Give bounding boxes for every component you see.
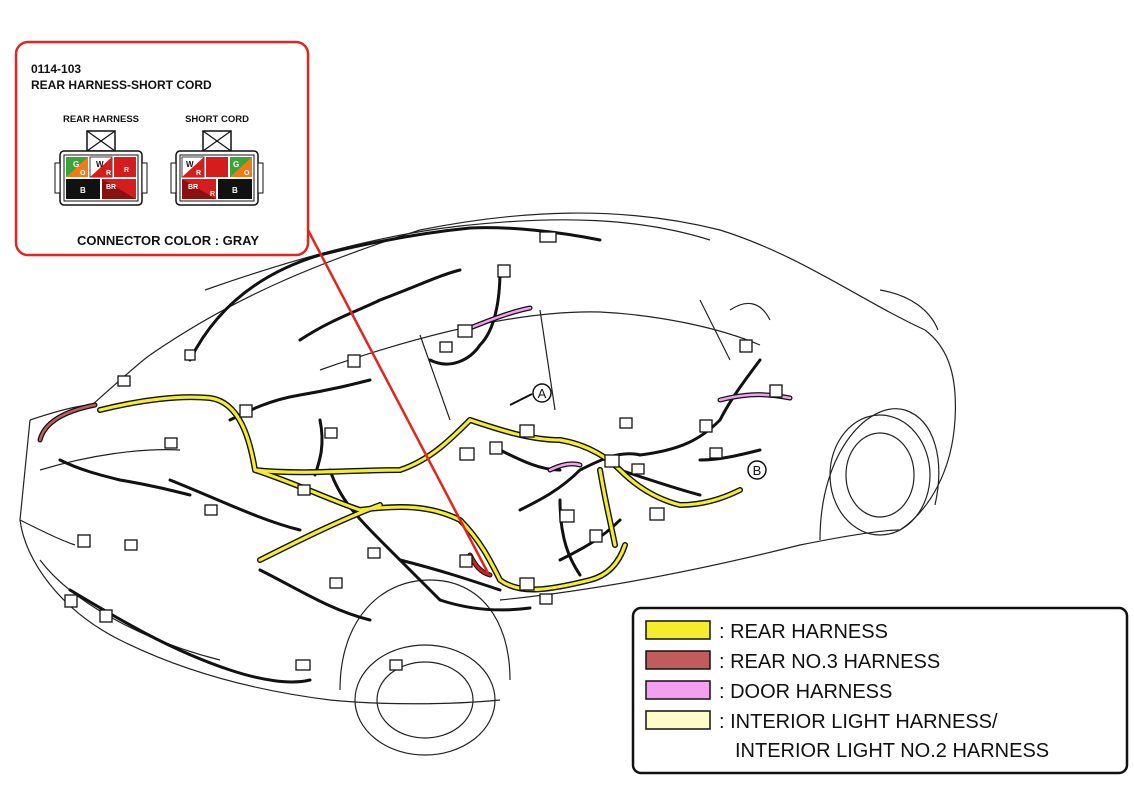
pin-label: O bbox=[80, 170, 86, 177]
pin-label: W bbox=[96, 160, 104, 169]
pin-cell bbox=[66, 179, 100, 199]
legend-label-door-harness: : DOOR HARNESS bbox=[719, 681, 892, 703]
pin-label: R bbox=[124, 167, 129, 174]
legend-label-rear-no3-harness: : REAR NO.3 HARNESS bbox=[719, 651, 940, 673]
pin-label: BR bbox=[106, 184, 116, 191]
legend-swatch-interior-light-harness bbox=[645, 710, 711, 730]
pin-label: R bbox=[106, 170, 111, 177]
pin-cell bbox=[218, 179, 252, 199]
pin-cell bbox=[206, 157, 228, 177]
connector-clips bbox=[64, 231, 783, 671]
pin-label: W bbox=[186, 160, 194, 169]
pin-cell bbox=[114, 157, 136, 177]
pin-label: B bbox=[80, 186, 86, 195]
rear-harness-wiring bbox=[97, 394, 743, 593]
legend-label-rear-harness: : REAR HARNESS bbox=[719, 621, 888, 643]
right-connector-diagram: W R G O BR R B bbox=[170, 130, 264, 206]
connector-code: 0114-103 bbox=[31, 62, 81, 76]
pin-label: G bbox=[233, 160, 239, 169]
pin-label: BR bbox=[188, 184, 198, 191]
legend-swatch-rear-harness bbox=[645, 620, 711, 640]
marker-b-label: B bbox=[753, 463, 762, 478]
marker-a-label: A bbox=[538, 386, 547, 401]
rear-no3-harness-wiring bbox=[37, 402, 493, 578]
door-harness-wiring bbox=[462, 305, 793, 473]
pin-label: B bbox=[232, 186, 238, 195]
connector-callout: 0114-103 REAR HARNESS-SHORT CORD REAR HA… bbox=[14, 40, 310, 257]
pin-label: R bbox=[196, 170, 201, 177]
legend-swatch-rear-no3-harness bbox=[645, 650, 711, 670]
legend-label-interior-light-harness: : INTERIOR LIGHT HARNESS/ bbox=[719, 711, 998, 733]
connector-color-note: CONNECTOR COLOR : GRAY bbox=[77, 233, 259, 248]
pin-label: R bbox=[210, 191, 215, 198]
left-connector-diagram: G O W R B BR R bbox=[54, 130, 148, 206]
pin-label: G bbox=[73, 160, 79, 169]
pin-cell bbox=[102, 179, 136, 199]
legend: : REAR HARNESS : REAR NO.3 HARNESS : DOO… bbox=[631, 606, 1129, 775]
left-connector-label: REAR HARNESS bbox=[63, 114, 139, 125]
connector-title: REAR HARNESS-SHORT CORD bbox=[31, 78, 212, 92]
pin-cell bbox=[182, 157, 204, 177]
pin-cell bbox=[182, 179, 216, 199]
marker-b: B bbox=[747, 460, 767, 480]
pin-cell bbox=[66, 157, 88, 177]
pin-cell bbox=[230, 157, 252, 177]
legend-label-interior-light-no2-harness: INTERIOR LIGHT NO.2 HARNESS bbox=[735, 740, 1049, 762]
pin-cell bbox=[90, 157, 112, 177]
right-connector-label: SHORT CORD bbox=[185, 114, 249, 125]
callout-leader-line bbox=[306, 229, 490, 574]
legend-swatch-door-harness bbox=[645, 680, 711, 700]
marker-a: A bbox=[509, 383, 552, 406]
pin-label: O bbox=[244, 170, 250, 177]
